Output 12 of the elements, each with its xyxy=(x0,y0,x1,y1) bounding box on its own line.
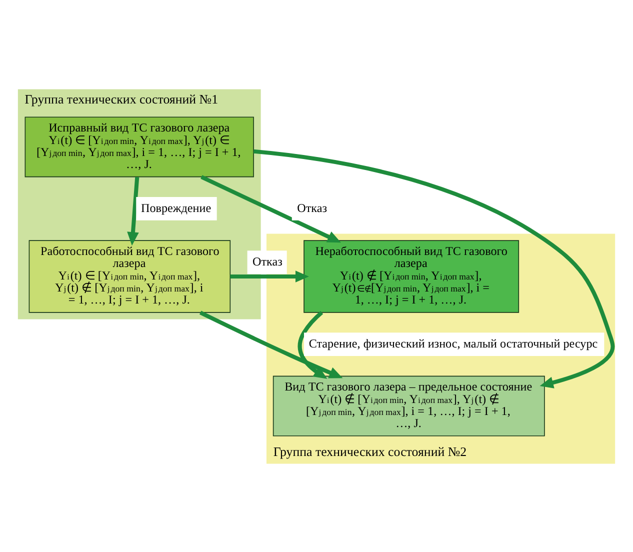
edge-label: Старение, физический износ, малый остаточный ресурс xyxy=(308,336,598,350)
edge-label: Повреждение xyxy=(140,200,212,214)
arrow xyxy=(230,270,309,282)
node-box: Работоспособный вид ТС газового лазера Yi(t) ∈ [Yiдоп min, Yiдоп max], Yj(t) ∉ [Yjдоп min, Yjдоп max], i = 1, …, I; j = I + 1, …, J. xyxy=(28,240,231,312)
node-box: Неработоспособный вид ТС газового лазера Yi(t) ∉ [Yiдоп min, Yiдоп max], Yj(t)∈∉[Yjдоп min, Yjдоп max], i = 1, …, I; j = I + 1, …, J. xyxy=(304,240,520,312)
node-box: Вид ТС газового лазера – предельное состояние Yi(t) ∉ [Yiдоп min, Yiдоп max], Yj(t) ∉ [Yjдоп min, Yjдоп max], i = 1, …, I; j = I + 1, …, J. xyxy=(272,375,545,436)
arrow xyxy=(298,310,328,378)
arrow xyxy=(253,148,615,388)
arrow xyxy=(200,174,342,242)
edge-label: Отказ xyxy=(297,200,327,214)
node-box: Исправный вид ТС газового лазера Yi(t) ∈ [Yiдоп min, Yiдоп max], Yj(t) ∈ [Yjдоп min, Yjдоп max], i = 1, …, I; j = I + 1, …, J. xyxy=(24,116,254,177)
arrow xyxy=(127,176,140,246)
